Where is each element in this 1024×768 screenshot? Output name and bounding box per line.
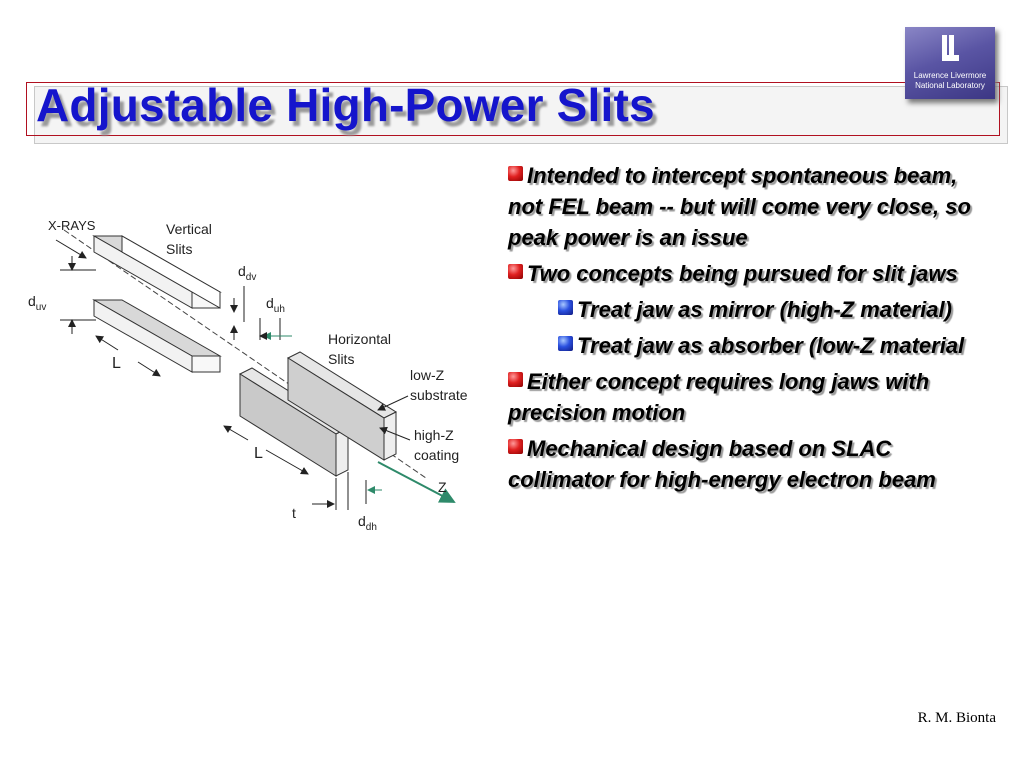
sub-bullet-text: Treat jaw as absorber (low-Z material: [577, 333, 965, 358]
label-ddh: ddh: [358, 513, 377, 533]
label-length-h: L: [254, 445, 263, 462]
label-lowz-2: substrate: [410, 387, 468, 403]
back-horizontal-jaw: [286, 351, 398, 461]
label-vertical-1: Vertical: [166, 221, 212, 237]
upper-vertical-jaw: [92, 235, 222, 309]
sub-bullet-marker-icon: [558, 300, 573, 315]
label-duh: duh: [266, 295, 285, 315]
logo-mark-icon: [942, 35, 959, 61]
label-highz-2: coating: [414, 447, 459, 463]
label-t: t: [292, 505, 296, 521]
bullet-text: Mechanical design based on SLAC collimat…: [508, 436, 936, 492]
bullet-text: Intended to intercept spontaneous beam, …: [508, 163, 971, 250]
bullet-marker-icon: [508, 166, 523, 181]
label-horizontal-1: Horizontal: [328, 331, 391, 347]
length-h-arrow-left: [223, 425, 249, 441]
lower-vertical-jaw: [92, 299, 222, 373]
sub-bullet-item: Treat jaw as absorber (low-Z material: [558, 330, 988, 361]
label-vertical-2: Slits: [166, 241, 192, 257]
title-band: [26, 82, 1000, 136]
logo-text-line2: National Laboratory: [915, 81, 985, 90]
sub-bullet-marker-icon: [558, 336, 573, 351]
slide-title: Adjustable High-Power Slits: [36, 79, 655, 131]
z-beam-arrow: [377, 461, 456, 503]
lab-logo: Lawrence Livermore National Laboratory: [905, 27, 995, 99]
bullet-marker-icon: [508, 372, 523, 387]
bullet-text: Two concepts being pursued for slit jaws: [527, 261, 958, 286]
bullet-marker-icon: [508, 264, 523, 279]
footer-author: R. M. Bionta: [917, 710, 996, 726]
highz-arrow: [379, 426, 411, 441]
xrays-arrow: [55, 239, 87, 259]
bullet-marker-icon: [508, 439, 523, 454]
bullet-text: Either concept requires long jaws with p…: [508, 369, 930, 425]
length-h-arrow-right: [265, 449, 309, 475]
label-duv: duv: [28, 293, 46, 313]
bullet-item: Mechanical design based on SLAC collimat…: [508, 433, 988, 495]
bullet-item: Either concept requires long jaws with p…: [508, 366, 988, 428]
label-ddv: ddv: [238, 263, 256, 283]
slits-diagram: X-RAYS Vertical Slits duv ddv duh Horizo…: [28, 218, 468, 533]
label-z: Z: [438, 479, 447, 495]
sub-bullet-item: Treat jaw as mirror (high-Z material): [558, 294, 988, 325]
bullet-list: Intended to intercept spontaneous beam, …: [508, 160, 988, 500]
length-v-arrow-right: [137, 361, 161, 377]
label-horizontal-2: Slits: [328, 351, 354, 367]
lowz-arrow: [377, 395, 409, 411]
length-v-arrow-left: [95, 335, 119, 351]
title-band-shadow: [34, 86, 1008, 144]
label-highz-1: high-Z: [414, 427, 454, 443]
bullet-item: Two concepts being pursued for slit jaws: [508, 258, 988, 289]
label-xrays: X-RAYS: [48, 218, 96, 233]
logo-text-line1: Lawrence Livermore: [913, 71, 987, 80]
sub-bullet-text: Treat jaw as mirror (high-Z material): [577, 297, 952, 322]
label-lowz-1: low-Z: [410, 367, 445, 383]
bullet-item: Intended to intercept spontaneous beam, …: [508, 160, 988, 253]
label-length-v: L: [112, 355, 121, 372]
